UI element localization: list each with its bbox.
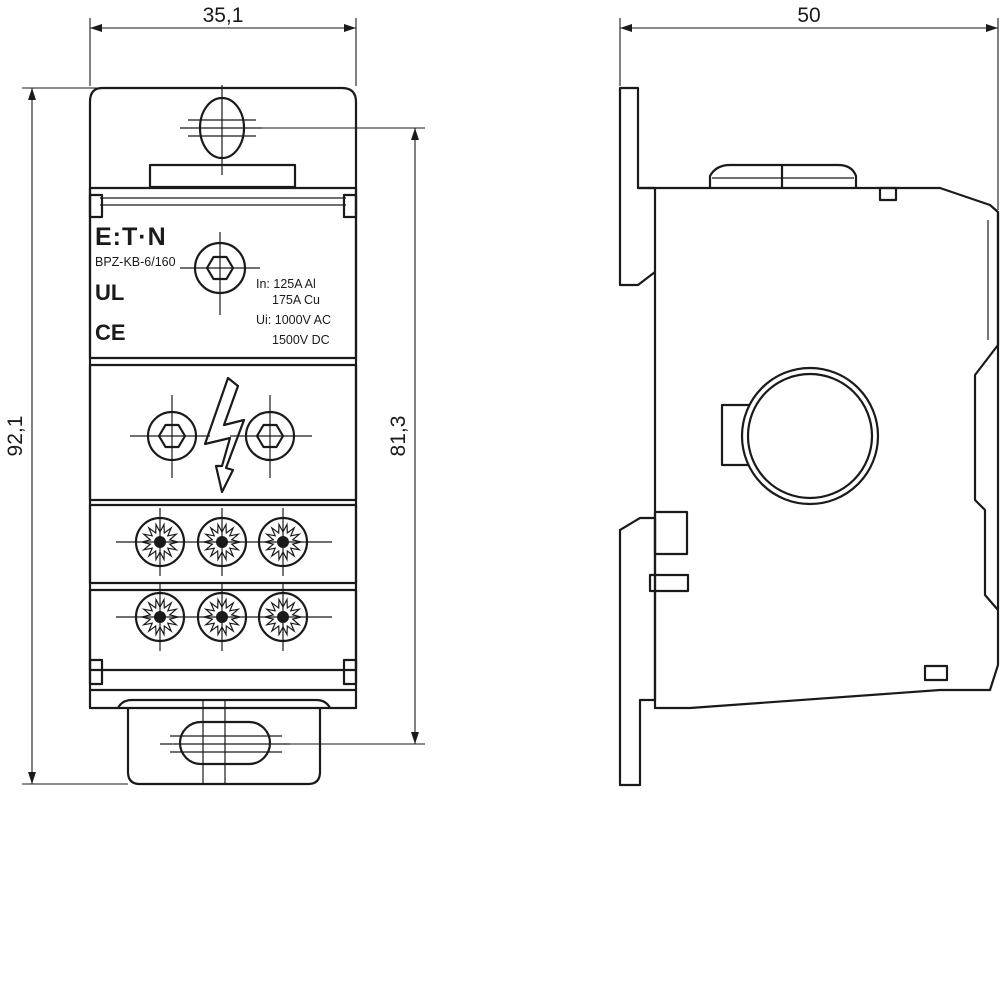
side-view (618, 86, 1000, 787)
brand-logo: E:T·N (95, 223, 167, 251)
side-top-latch (878, 186, 898, 202)
cable-entry-inner (746, 372, 874, 500)
side-mount-plate-lower (618, 516, 657, 787)
right-latch-bottom (342, 658, 358, 686)
model-label: BPZ-KB-6/160 (95, 255, 176, 269)
front-body-outline (88, 86, 358, 710)
outlet-screw-5 (196, 583, 248, 651)
outlet-screws (134, 508, 309, 651)
main-terminal-section (88, 363, 358, 502)
right-latch-top (342, 193, 358, 219)
dim-width-front: 35,1 (203, 4, 244, 27)
front-view: E:T·N BPZ-KB-6/160 UL CE In: 125A Al 175… (88, 85, 358, 786)
outlet-screw-4 (134, 583, 186, 651)
dim-height-mount: 81,3 (387, 416, 410, 457)
cable-entry-outer (740, 366, 880, 506)
side-dimensions: 50 (619, 4, 999, 210)
cover-hex-screw (180, 232, 260, 315)
rating-line-4: 1500V DC (272, 333, 330, 347)
dim-width-side: 50 (797, 4, 820, 27)
din-rail-profile (973, 212, 1000, 611)
side-mount-plate-upper (618, 86, 657, 287)
dim-height-total: 92,1 (4, 416, 27, 457)
front-dimensions: 35,1 92,1 81,3 (4, 4, 425, 785)
bottom-tab-rim (117, 698, 331, 709)
side-housing (638, 186, 1000, 710)
rating-line-3: Ui: 1000V AC (256, 313, 331, 327)
rating-line-2: 175A Cu (272, 293, 320, 307)
cover-plate (88, 186, 358, 360)
side-lower-block (653, 510, 689, 556)
side-lower-slot (648, 573, 690, 593)
ce-mark: CE (95, 320, 126, 345)
bottom-mount-tab (126, 708, 322, 786)
rating-line-1: In: 125A Al (256, 277, 316, 291)
bottom-slot-centerlines (160, 700, 290, 784)
side-top-clamp (708, 163, 858, 188)
ul-mark: UL (95, 280, 124, 305)
outlet-row-upper (88, 503, 358, 585)
top-slot-centerlines (180, 85, 262, 175)
outlet-screw-3 (257, 508, 309, 576)
main-screw-left (130, 395, 210, 478)
left-latch-bottom (88, 658, 104, 686)
left-latch-top (88, 193, 104, 219)
outlet-screw-1 (134, 508, 186, 576)
main-screw-right (230, 395, 312, 478)
outlet-screw-2 (196, 508, 248, 576)
outlet-screw-6 (257, 583, 309, 651)
lightning-bolt-icon (203, 376, 246, 494)
side-bottom-latch (923, 664, 949, 682)
outlet-row-lower (88, 588, 358, 672)
